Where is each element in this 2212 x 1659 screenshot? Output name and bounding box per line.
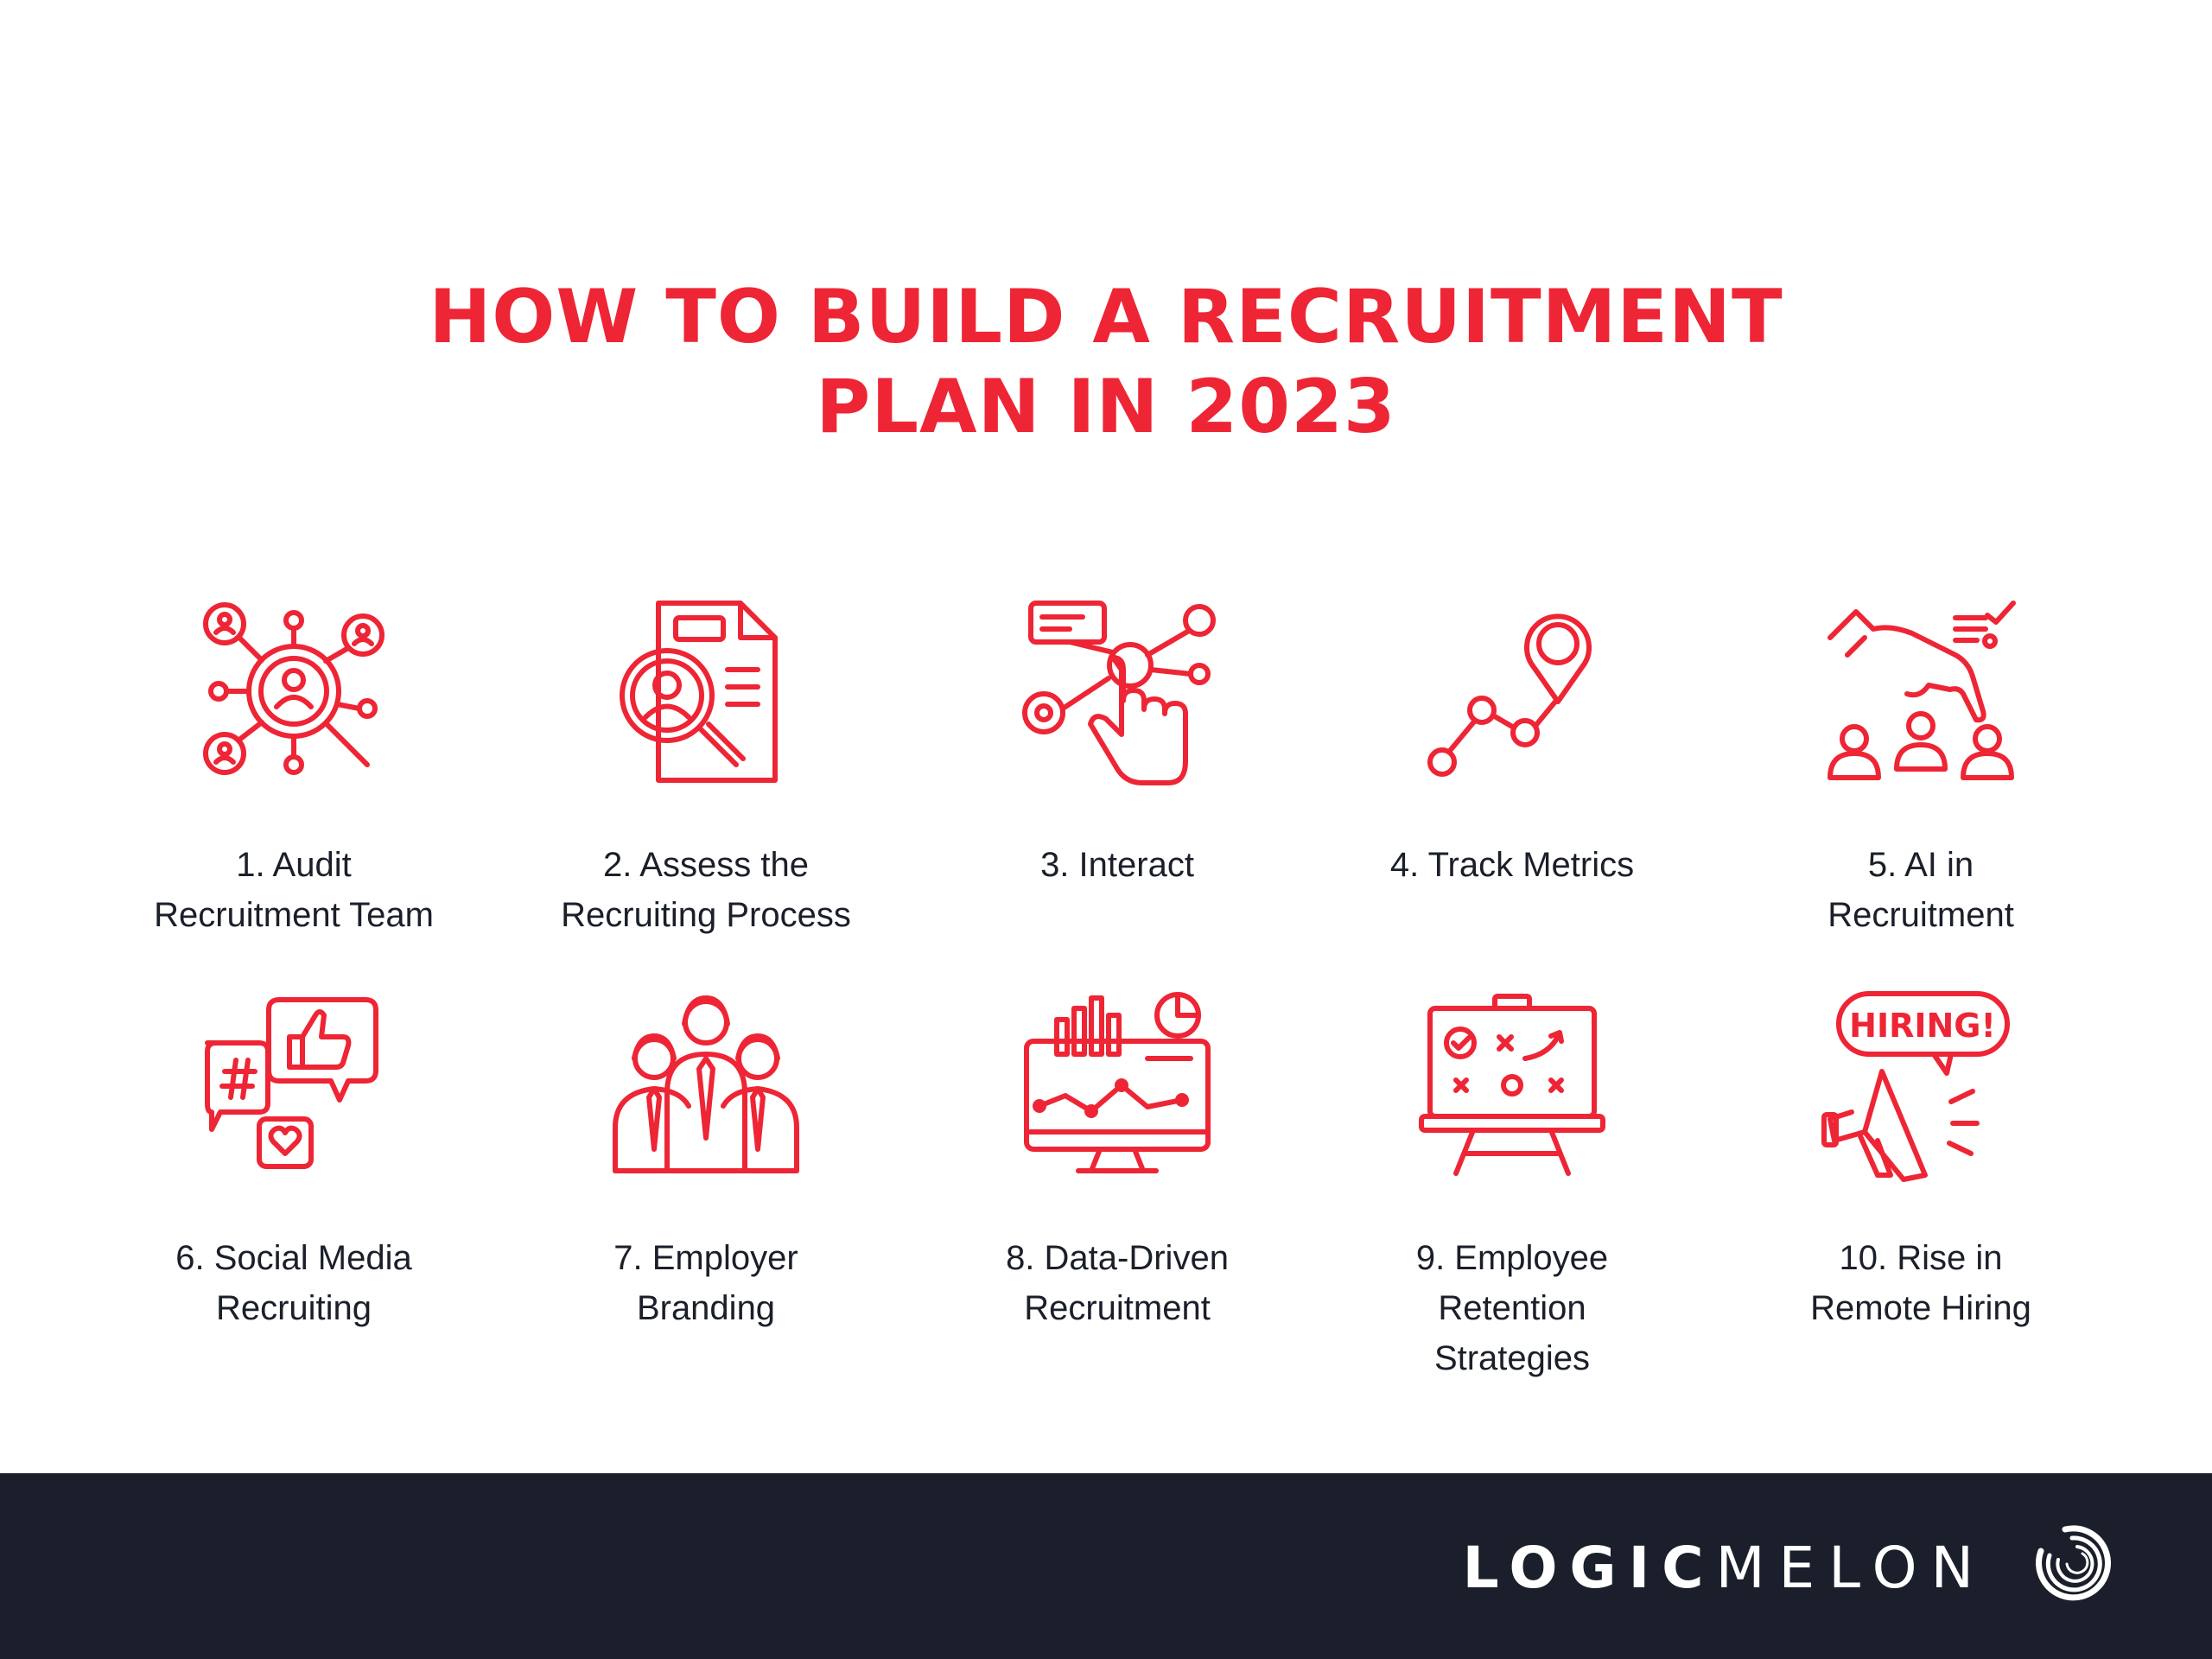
location-path-icon [1427,613,1592,777]
footer: LOGICMELON [0,1473,2212,1659]
social-media-icon [205,997,378,1169]
hand-select-people-icon [1827,601,2016,780]
title-line-1: HOW TO BUILD A RECRUITMENT [429,274,1783,360]
title-line-2: PLAN IN 2023 [816,364,1396,450]
brand-logo: LOGICMELON [1462,1535,1987,1601]
item-label: 3. Interact [1040,846,1194,884]
strategy-board-icon [1419,994,1605,1176]
item-label: 4. Track Metrics [1389,846,1635,884]
page-title: HOW TO BUILD A RECRUITMENT PLAN IN 2023 [0,272,2212,452]
monitor-chart-icon [1024,992,1211,1173]
team-icon [613,995,799,1173]
resume-search-icon [620,601,778,783]
touch-network-icon [1022,601,1216,785]
network-search-icon [203,602,385,775]
melon-logo-icon [2036,1525,2112,1601]
hiring-badge-text: HIRING! [1849,1007,1996,1045]
megaphone-hiring-icon: HIRING! [1821,991,2010,1182]
item-track-metrics: 4. Track Metrics [1322,596,1702,890]
item-interact: 3. Interact [927,596,1307,890]
